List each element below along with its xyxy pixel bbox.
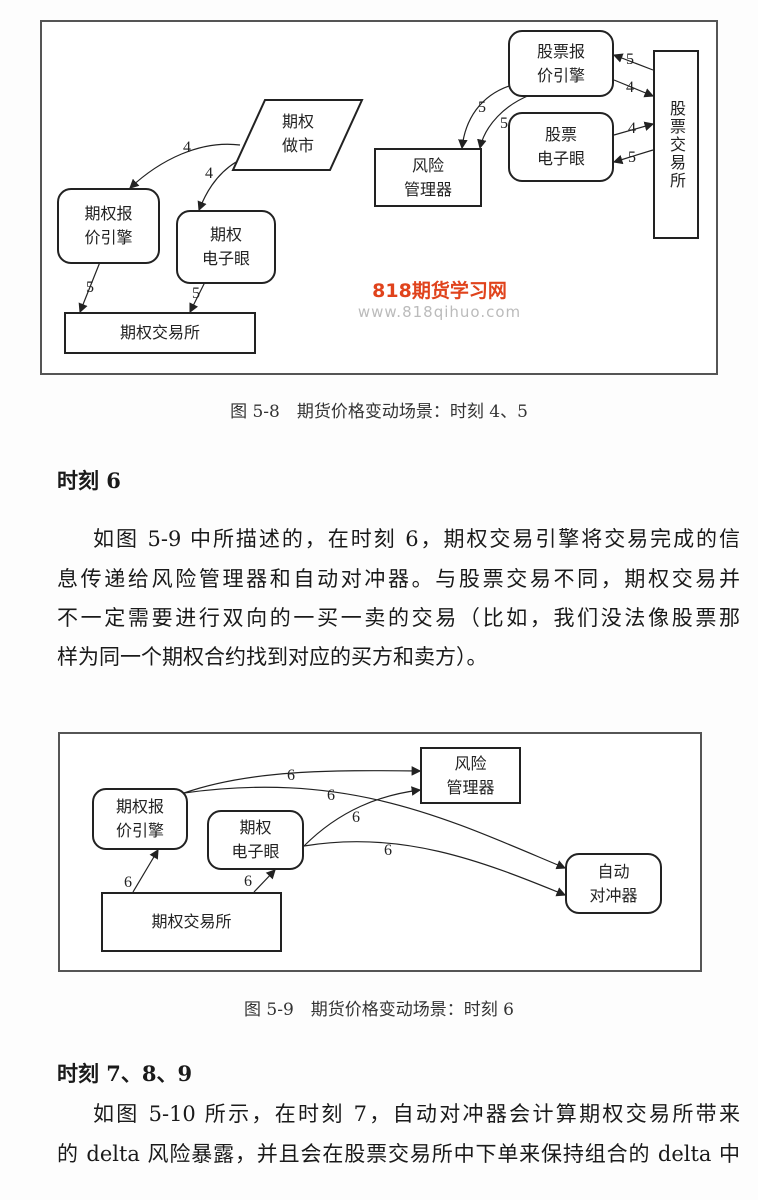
watermark: 818期货学习网 www.818qihuo.com bbox=[352, 276, 527, 321]
option-exchange-node: 期权交易所 bbox=[64, 312, 256, 354]
arrow-mm-to-eye bbox=[197, 161, 237, 212]
paragraph-line: 息传递给风险管理器和自动对冲器。与股票交易不同，期权交易并 bbox=[57, 567, 740, 591]
paragraph-line: 如图 5-9 中所描述的，在时刻 6，期权交易引擎将交易完成的信 bbox=[93, 527, 740, 551]
risk-manager-node: 风险 管理器 bbox=[420, 747, 521, 804]
option-exchange-node: 期权交易所 bbox=[101, 892, 282, 952]
arrow-label: 5 bbox=[626, 51, 634, 68]
arrow-exch-to-eye bbox=[253, 869, 276, 893]
arrow-squote-to-risk-2 bbox=[477, 94, 531, 150]
figure-5-8-caption: 图 5-8 期货价格变动场景：时刻 4、5 bbox=[230, 402, 528, 422]
figure-5-9-caption: 图 5-9 期货价格变动场景：时刻 6 bbox=[244, 1000, 514, 1020]
arrow-label: 6 bbox=[327, 787, 335, 804]
arrow-label: 5 bbox=[500, 115, 508, 132]
paragraph-line: 如图 5-10 所示，在时刻 7，自动对冲器会计算期权交易所带来 bbox=[93, 1102, 740, 1126]
arrow-label: 4 bbox=[183, 139, 191, 156]
arrow-label: 6 bbox=[124, 874, 132, 891]
arrow-seye-to-sexch bbox=[613, 121, 655, 136]
arrow-eye-to-exch bbox=[189, 281, 206, 314]
arrow-label: 5 bbox=[192, 285, 200, 302]
arrow-label: 6 bbox=[352, 809, 360, 826]
option-eye-node: 期权 电子眼 bbox=[176, 210, 276, 284]
paragraph-line: 样为同一个期权合约找到对应的买方和卖方）。 bbox=[57, 645, 488, 669]
arrow-label: 6 bbox=[244, 873, 252, 890]
watermark-url: www.818qihuo.com bbox=[357, 303, 522, 321]
arrow-quote-to-hedger bbox=[183, 786, 567, 870]
arrow-squote-to-risk-1 bbox=[458, 84, 513, 150]
arrow-label: 4 bbox=[205, 165, 213, 182]
arrow-label: 6 bbox=[384, 842, 392, 859]
risk-manager-node: 风险 管理器 bbox=[374, 148, 482, 207]
watermark-title: 818期货学习网 bbox=[372, 280, 507, 302]
arrow-label: 5 bbox=[86, 279, 94, 296]
stock-eye-node: 股票 电子眼 bbox=[508, 112, 614, 182]
arrow-eye-to-risk bbox=[303, 786, 422, 847]
option-quote-engine-node: 期权报 价引擎 bbox=[57, 188, 160, 264]
arrow-exch-to-quote bbox=[132, 848, 159, 893]
arrow-mm-to-quote bbox=[129, 143, 241, 189]
arrow-eye-to-hedger bbox=[303, 841, 567, 897]
option-market-maker-shape bbox=[231, 99, 364, 171]
arrow-sexch-to-squote bbox=[612, 53, 654, 71]
arrow-sexch-to-seye bbox=[612, 149, 654, 165]
arrow-label: 5 bbox=[478, 99, 486, 116]
paragraph-line: 的 delta 风险暴露，并且会在股票交易所中下单来保持组合的 delta 中 bbox=[57, 1142, 740, 1166]
arrow-quote-to-exch bbox=[78, 261, 101, 314]
arrow-squote-to-sexch bbox=[613, 79, 655, 98]
option-eye-node: 期权 电子眼 bbox=[207, 810, 304, 870]
arrow-label: 4 bbox=[626, 79, 634, 96]
section-heading-789: 时刻 7、8、9 bbox=[57, 1061, 193, 1086]
stock-quote-engine-node: 股票报 价引擎 bbox=[508, 30, 614, 97]
figure-5-9-arrows: 6 6 6 6 6 6 bbox=[124, 766, 567, 897]
arrow-quote-to-risk bbox=[183, 766, 422, 794]
section-heading-6: 时刻 6 bbox=[57, 468, 121, 493]
stock-exchange-node: 股票交易所 bbox=[653, 50, 699, 239]
option-market-maker-label: 期权 做市 bbox=[281, 112, 314, 155]
auto-hedger-node: 自动 对冲器 bbox=[565, 853, 662, 914]
paragraph-line: 不一定需要进行双向的一买一卖的交易（比如，我们没法像股票那 bbox=[57, 606, 740, 630]
arrow-label: 5 bbox=[628, 149, 636, 166]
figure-5-8-arrows: 4 4 5 5 5 5 5 4 4 5 bbox=[78, 51, 655, 314]
option-quote-engine-node: 期权报 价引擎 bbox=[92, 788, 188, 850]
arrow-label: 6 bbox=[287, 767, 295, 784]
arrow-label: 4 bbox=[628, 120, 636, 137]
